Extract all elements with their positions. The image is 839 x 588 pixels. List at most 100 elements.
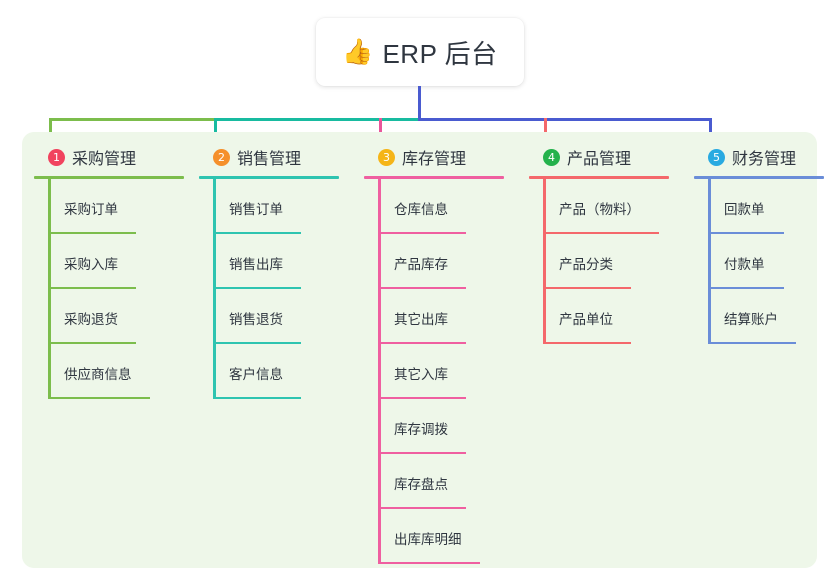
leaf-item[interactable]: 仓库信息 xyxy=(364,179,504,234)
column-header-2[interactable]: 2 销售管理 xyxy=(199,144,339,170)
leaf-item[interactable]: 销售退货 xyxy=(199,289,339,344)
connector-bar-teal xyxy=(214,118,419,121)
column-header-rule xyxy=(34,176,184,179)
leaf-item[interactable]: 销售订单 xyxy=(199,179,339,234)
column-items: 销售订单销售出库销售退货客户信息 xyxy=(199,179,339,399)
leaf-item-rule xyxy=(48,397,150,399)
branch-column-2: 2 销售管理销售订单销售出库销售退货客户信息 xyxy=(199,144,339,399)
column-title: 产品管理 xyxy=(567,151,632,168)
column-header-5[interactable]: 5 财务管理 xyxy=(694,144,824,170)
leaf-item-rule xyxy=(708,342,796,344)
leaf-item[interactable]: 出库库明细 xyxy=(364,509,504,564)
leaf-item[interactable]: 其它入库 xyxy=(364,344,504,399)
leaf-item[interactable]: 采购入库 xyxy=(34,234,184,289)
leaf-item-rule xyxy=(48,232,136,234)
leaf-item[interactable]: 产品单位 xyxy=(529,289,669,344)
leaf-item[interactable]: 客户信息 xyxy=(199,344,339,399)
leaf-item[interactable]: 库存盘点 xyxy=(364,454,504,509)
column-title: 采购管理 xyxy=(72,151,137,168)
column-index-badge: 2 xyxy=(213,148,230,166)
column-header-rule xyxy=(529,176,669,179)
leaf-item-rule xyxy=(378,287,466,289)
leaf-item[interactable]: 采购订单 xyxy=(34,179,184,234)
leaf-item-label: 产品（物料） xyxy=(559,202,640,217)
leaf-item-rule xyxy=(543,342,631,344)
leaf-item-label: 仓库信息 xyxy=(394,202,448,217)
leaf-item-rule xyxy=(48,342,136,344)
leaf-item-rule xyxy=(378,232,466,234)
drop-line-5 xyxy=(709,118,712,144)
leaf-item[interactable]: 回款单 xyxy=(694,179,824,234)
leaf-item-rule xyxy=(213,397,301,399)
column-header-3[interactable]: 3 库存管理 xyxy=(364,144,504,170)
leaf-item[interactable]: 产品库存 xyxy=(364,234,504,289)
column-spine xyxy=(213,179,216,399)
column-items: 采购订单采购入库采购退货供应商信息 xyxy=(34,179,184,399)
leaf-item-label: 产品分类 xyxy=(559,257,613,272)
leaf-item[interactable]: 付款单 xyxy=(694,234,824,289)
branch-column-4: 4 产品管理产品（物料） 产品分类产品单位 xyxy=(529,144,669,344)
drop-line-3 xyxy=(379,118,382,144)
leaf-item-rule xyxy=(708,287,784,289)
thumbs-up-icon: 👍 xyxy=(342,37,374,66)
leaf-item-label: 采购入库 xyxy=(64,257,118,272)
column-items: 回款单付款单结算账户 xyxy=(694,179,824,344)
leaf-item-label: 客户信息 xyxy=(229,367,283,382)
column-title: 财务管理 xyxy=(732,151,797,168)
leaf-item-label: 采购退货 xyxy=(64,312,118,327)
column-title: 库存管理 xyxy=(402,151,467,168)
root-node-title: ERP 后台 xyxy=(382,38,498,69)
leaf-item-label: 回款单 xyxy=(724,202,765,217)
connector-bar-green xyxy=(49,118,217,121)
leaf-item-label: 库存调拨 xyxy=(394,422,448,437)
leaf-item-rule xyxy=(708,232,784,234)
column-spine xyxy=(378,179,381,564)
leaf-item[interactable]: 结算账户 xyxy=(694,289,824,344)
branch-column-1: 1 采购管理采购订单采购入库采购退货供应商信息 xyxy=(34,144,184,399)
leaf-item[interactable]: 产品分类 xyxy=(529,234,669,289)
leaf-item-label: 出库库明细 xyxy=(394,532,462,547)
column-index-badge: 1 xyxy=(48,148,65,166)
leaf-item[interactable]: 库存调拨 xyxy=(364,399,504,454)
column-index-badge: 3 xyxy=(378,148,395,166)
leaf-item-label: 其它出库 xyxy=(394,312,448,327)
leaf-item[interactable]: 产品（物料） xyxy=(529,179,669,234)
column-items: 产品（物料） 产品分类产品单位 xyxy=(529,179,669,344)
leaf-item-rule xyxy=(543,232,659,234)
leaf-item-label: 结算账户 xyxy=(724,312,778,327)
leaf-item-label: 产品库存 xyxy=(394,257,448,272)
leaf-item-label: 供应商信息 xyxy=(64,367,132,382)
leaf-item-rule xyxy=(213,287,301,289)
column-header-1[interactable]: 1 采购管理 xyxy=(34,144,184,170)
leaf-item-label: 付款单 xyxy=(724,257,765,272)
column-header-rule xyxy=(694,176,824,179)
leaf-item-rule xyxy=(378,342,466,344)
column-index-badge: 5 xyxy=(708,148,725,166)
column-spine xyxy=(708,179,711,344)
column-index-badge: 4 xyxy=(543,148,560,166)
leaf-item-rule xyxy=(543,287,631,289)
column-header-4[interactable]: 4 产品管理 xyxy=(529,144,669,170)
leaf-item-label: 销售退货 xyxy=(229,312,283,327)
root-stem xyxy=(418,86,421,121)
column-title: 销售管理 xyxy=(237,151,302,168)
column-spine xyxy=(48,179,51,399)
leaf-item[interactable]: 采购退货 xyxy=(34,289,184,344)
leaf-item-label: 产品单位 xyxy=(559,312,613,327)
leaf-item-label: 销售出库 xyxy=(229,257,283,272)
leaf-item-rule xyxy=(213,342,301,344)
leaf-item[interactable]: 其它出库 xyxy=(364,289,504,344)
branch-column-3: 3 库存管理仓库信息产品库存其它出库其它入库库存调拨库存盘点出库库明细 xyxy=(364,144,504,564)
leaf-item-rule xyxy=(48,287,136,289)
branch-panel-background xyxy=(22,132,817,568)
leaf-item[interactable]: 销售出库 xyxy=(199,234,339,289)
leaf-item-rule xyxy=(378,397,466,399)
leaf-item-label: 采购订单 xyxy=(64,202,118,217)
column-header-rule xyxy=(199,176,339,179)
branch-column-5: 5 财务管理回款单付款单结算账户 xyxy=(694,144,824,344)
leaf-item[interactable]: 供应商信息 xyxy=(34,344,184,399)
leaf-item-rule xyxy=(378,452,466,454)
column-header-rule xyxy=(364,176,504,179)
root-node-erp-backend[interactable]: 👍 ERP 后台 xyxy=(316,18,524,86)
leaf-item-label: 其它入库 xyxy=(394,367,448,382)
